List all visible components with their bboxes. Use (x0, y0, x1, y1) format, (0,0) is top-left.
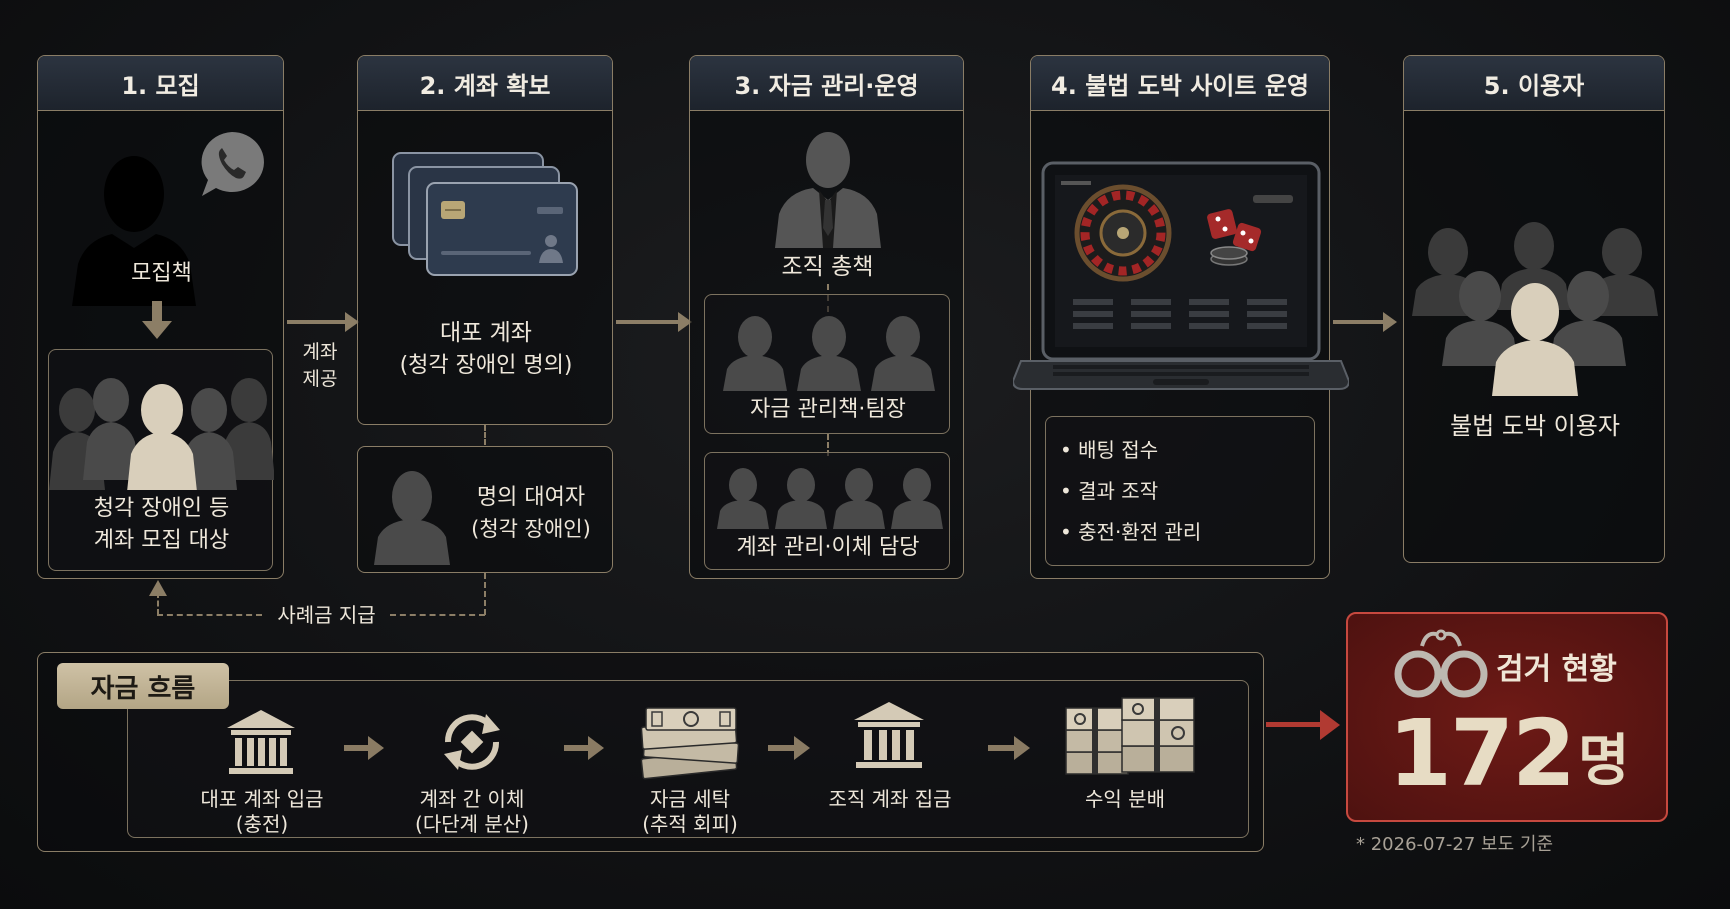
crowd-icon (49, 378, 274, 490)
boss-label: 조직 총책 (781, 254, 874, 280)
boss-person-icon (775, 132, 881, 248)
transfer-cycle-icon (444, 714, 500, 770)
flow-step-collection-line1: 조직 계좌 집금 (828, 787, 952, 811)
cash-bundles-icon (1065, 697, 1195, 775)
reward-dash-bottom-left (157, 614, 262, 616)
panel-site-title: 4. 불법 도박 사이트 운영 (1031, 56, 1329, 111)
panel-account-title: 2. 계좌 확보 (358, 56, 612, 111)
arrest-count: 172 (1388, 700, 1576, 807)
recruit-target-box: 청각 장애인 등 계좌 모집 대상 (48, 349, 274, 571)
panel-recruit: 1. 모집 모집책 청각 장애인 등 계좌 모집 대상 (37, 55, 284, 579)
panel-recruit-title: 1. 모집 (38, 56, 283, 111)
arrow-flow-to-arrest (1266, 722, 1328, 727)
account-provide-line1: 계좌 (302, 341, 338, 363)
lender-person-icon (374, 471, 450, 565)
arrest-box: 검거 현황 172 명 (1346, 612, 1668, 822)
reward-arrow-up-icon (149, 580, 167, 596)
recruit-target-line1: 청각 장애인 등 (93, 496, 230, 521)
phone-chat-icon (201, 132, 264, 196)
lender-label-line1: 명의 대여자 (476, 485, 586, 510)
money-flow-title: 자금 흐름 (57, 663, 229, 709)
card-label-line2: (청각 장애인 명의) (399, 353, 573, 378)
handlers-box: 계좌 관리·이체 담당 (704, 452, 950, 570)
panel-lender: 명의 대여자 (청각 장애인) (357, 446, 613, 573)
panel-account: 2. 계좌 확보 대포 계좌 (청각 장애인 명의) (357, 55, 613, 425)
account-provide-line2: 제공 (302, 368, 338, 390)
bank-icon (227, 710, 295, 774)
panel-users-title: 5. 이용자 (1404, 56, 1664, 111)
flow-step-laundering-line2: (추적 회피) (642, 812, 738, 836)
recruit-target-line2: 계좌 모집 대상 (93, 528, 230, 553)
panel-site: 4. 불법 도박 사이트 운영 • 배팅 접수 • 결과 조작 • 충전·환전 … (1013, 55, 1349, 579)
flow-arrow-1 (344, 736, 384, 760)
arrest-title: 검거 현황 (1496, 652, 1617, 687)
recruiter-person-icon (72, 156, 196, 306)
site-item-manipulation: • 결과 조작 (1060, 479, 1159, 503)
flow-step-laundering-line1: 자금 세탁 (650, 787, 730, 811)
handlers-label: 계좌 관리·이체 담당 (736, 535, 920, 560)
managers-group-icon (723, 316, 935, 391)
flow-step-deposit-line2: (충전) (235, 812, 289, 836)
flow-arrow-4 (988, 736, 1030, 760)
site-item-exchange: • 충전·환전 관리 (1060, 520, 1202, 544)
reward-dash-left (157, 592, 159, 615)
users-crowd-icon (1412, 222, 1658, 396)
bank-cards-icon (392, 152, 578, 276)
dash-managers-handlers (827, 434, 829, 456)
reward-label: 사례금 지급 (277, 603, 376, 627)
handlers-group-icon (717, 468, 943, 529)
managers-label: 자금 관리책·팀장 (750, 397, 906, 422)
red-arrowhead-icon (1320, 710, 1340, 740)
site-item-betting: • 배팅 접수 (1060, 438, 1159, 462)
site-functions-box: • 배팅 접수 • 결과 조작 • 충전·환전 관리 (1045, 416, 1315, 566)
reward-dash-bottom-right (390, 614, 485, 616)
bank-icon (854, 702, 924, 768)
managers-box: 자금 관리책·팀장 (704, 294, 950, 434)
laptop-casino-icon (1013, 161, 1349, 390)
users-label: 불법 도박 이용자 (1450, 412, 1620, 440)
flow-arrow-3 (768, 736, 810, 760)
flow-step-transfer-line2: (다단계 분산) (415, 812, 529, 836)
down-arrow-icon (142, 301, 172, 339)
arrow-account-to-funds (616, 312, 692, 332)
panel-users: 5. 이용자 불법 도박 이용자 (1403, 55, 1665, 563)
flow-step-distribution-line1: 수익 분배 (1085, 787, 1165, 811)
dashed-connector-account-lender (484, 425, 486, 445)
panel-funds: 3. 자금 관리·운영 조직 총책 자금 관리책·팀장 계좌 관리·이체 (689, 55, 964, 579)
arrest-note: * 2026-07-27 보도 기준 (1356, 834, 1554, 855)
panel-funds-title: 3. 자금 관리·운영 (690, 56, 963, 111)
recruiter-label: 모집책 (131, 261, 192, 286)
arrow-recruit-to-account (287, 312, 359, 332)
flow-arrow-2 (564, 736, 604, 760)
lender-label-line2: (청각 장애인) (471, 517, 591, 541)
flow-step-transfer-line1: 계좌 간 이체 (419, 787, 525, 811)
cash-stack-icon (640, 707, 740, 780)
handcuffs-icon (1394, 629, 1488, 698)
card-label-line1: 대포 계좌 (440, 320, 532, 346)
money-flow-title-text: 자금 흐름 (90, 673, 196, 704)
arrest-unit: 명 (1578, 729, 1630, 794)
arrow-site-to-users (1333, 312, 1397, 332)
reward-dash-right (484, 573, 486, 615)
flow-step-deposit-line1: 대포 계좌 입금 (200, 787, 324, 811)
